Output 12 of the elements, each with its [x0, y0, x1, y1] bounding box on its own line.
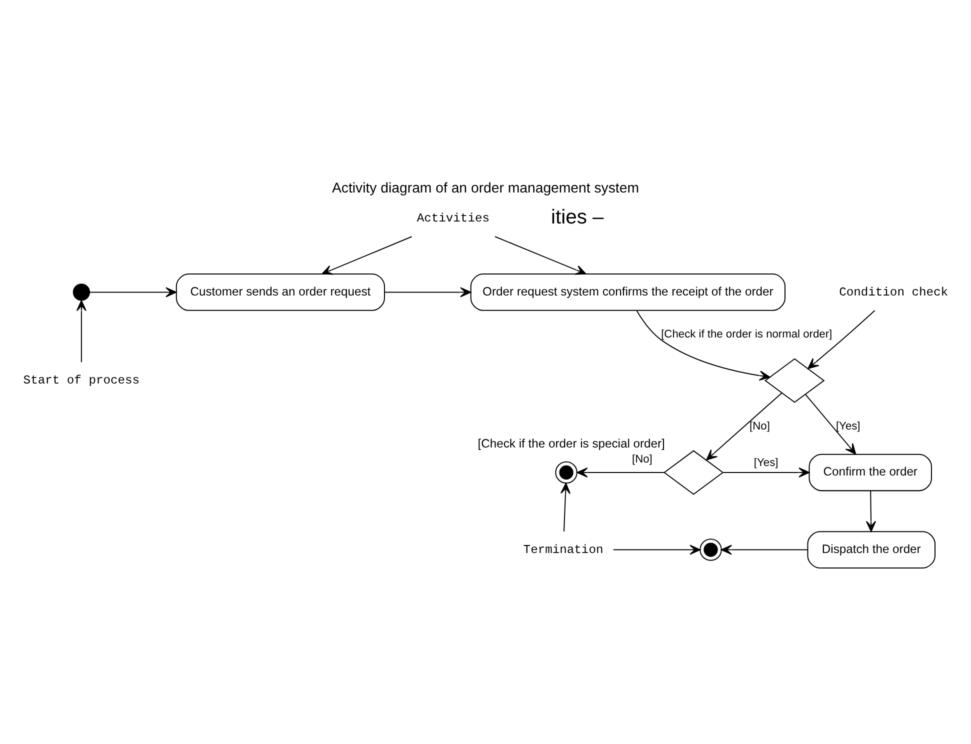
edge-label: [Yes]	[836, 420, 860, 432]
edge-label: [Check if the order is normal order]	[661, 328, 832, 340]
label: ities –	[551, 206, 604, 228]
edge-label: [No]	[632, 453, 652, 466]
node-text: Start of process	[23, 373, 140, 388]
edge-label: [Yes]	[754, 456, 778, 469]
node-text: Activities	[416, 211, 490, 226]
edge-label: [No]	[750, 420, 770, 432]
diagram-title: Activity diagram of an order management system	[332, 178, 639, 195]
node-text: Termination	[523, 542, 604, 556]
node-label: [Check if the order is special order]	[478, 436, 665, 450]
node-text: Condition check	[839, 284, 948, 299]
